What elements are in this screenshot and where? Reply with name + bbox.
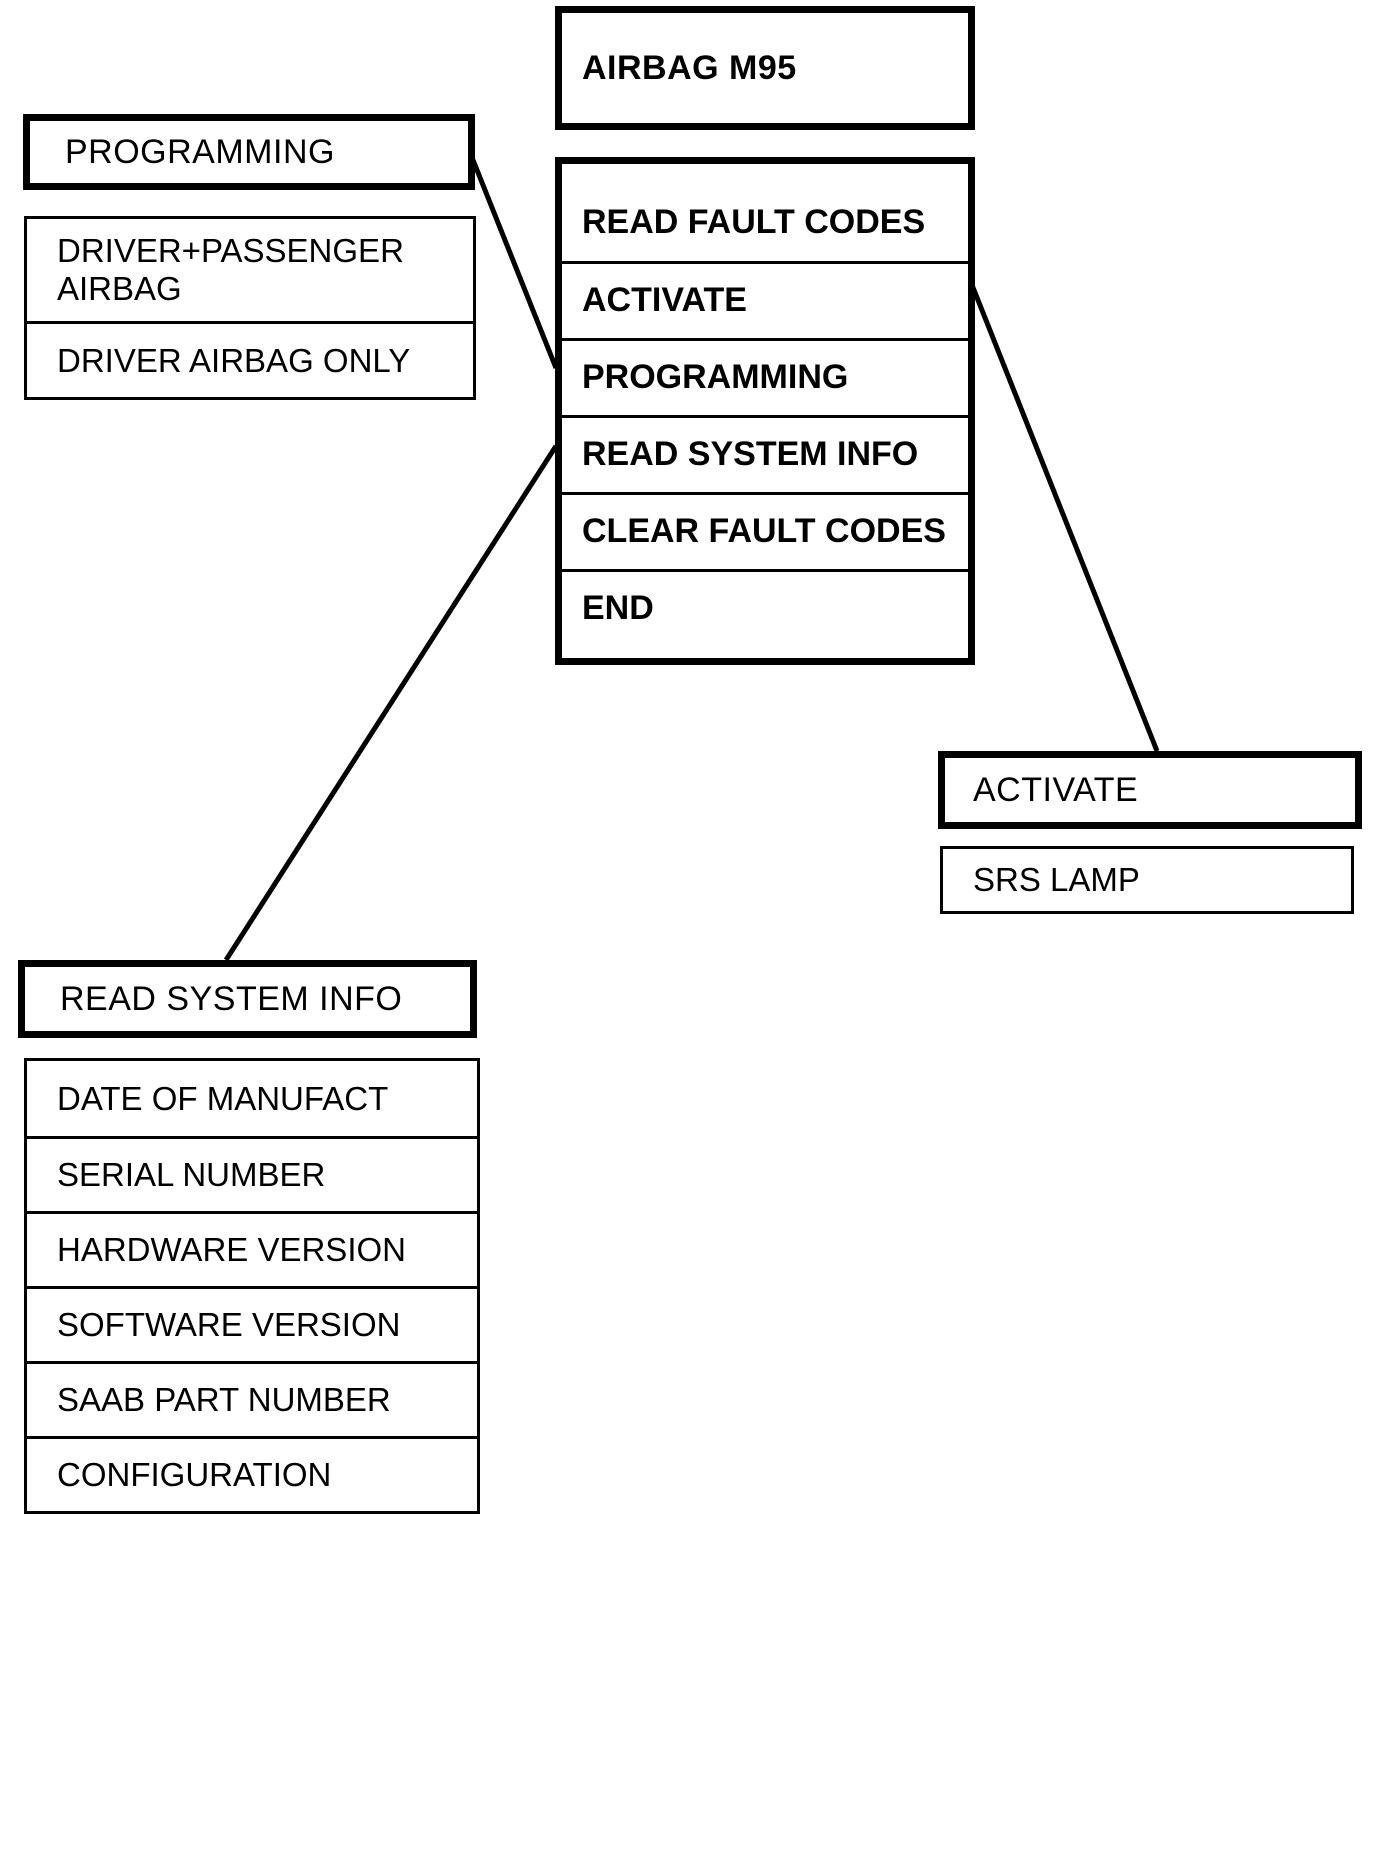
connector-activate — [969, 284, 1160, 752]
option-saab-part-number[interactable]: SAAB PART NUMBER — [27, 1361, 477, 1436]
option-hardware-version[interactable]: HARDWARE VERSION — [27, 1211, 477, 1286]
read-system-info-header: READ SYSTEM INFO — [18, 960, 477, 1038]
menu-item-read-fault-codes[interactable]: READ FAULT CODES — [582, 202, 926, 241]
programming-header-label: PROGRAMMING — [65, 132, 335, 171]
menu-item-programming[interactable]: PROGRAMMING — [562, 338, 968, 415]
menu-item-read-system-info[interactable]: READ SYSTEM INFO — [562, 415, 968, 492]
option-srs-lamp[interactable]: SRS LAMP — [973, 861, 1140, 899]
main-title-box: AIRBAG M95 — [555, 6, 975, 130]
option-configuration[interactable]: CONFIGURATION — [27, 1436, 477, 1511]
programming-header: PROGRAMMING — [23, 114, 475, 190]
menu-item-activate[interactable]: ACTIVATE — [562, 261, 968, 338]
programming-options: DRIVER+PASSENGER AIRBAG DRIVER AIRBAG ON… — [24, 216, 476, 400]
activate-options: SRS LAMP — [940, 846, 1354, 914]
main-title: AIRBAG M95 — [582, 48, 797, 87]
activate-header-label: ACTIVATE — [973, 770, 1139, 809]
connector-read-system-info — [223, 444, 559, 962]
option-serial-number[interactable]: SERIAL NUMBER — [27, 1136, 477, 1211]
option-driver-passenger-airbag[interactable]: DRIVER+PASSENGER AIRBAG — [57, 232, 404, 307]
option-driver-airbag-only[interactable]: DRIVER AIRBAG ONLY — [27, 321, 473, 397]
option-date-of-manufact[interactable]: DATE OF MANUFACT — [57, 1079, 389, 1117]
main-menu: READ FAULT CODES ACTIVATE PROGRAMMING RE… — [555, 157, 975, 665]
menu-item-end[interactable]: END — [562, 569, 968, 646]
read-system-info-options: DATE OF MANUFACT SERIAL NUMBER HARDWARE … — [24, 1058, 480, 1514]
menu-item-clear-fault-codes[interactable]: CLEAR FAULT CODES — [562, 492, 968, 569]
connector-programming — [468, 154, 559, 369]
activate-header: ACTIVATE — [938, 751, 1362, 829]
option-software-version[interactable]: SOFTWARE VERSION — [27, 1286, 477, 1361]
read-system-info-header-label: READ SYSTEM INFO — [60, 979, 403, 1018]
